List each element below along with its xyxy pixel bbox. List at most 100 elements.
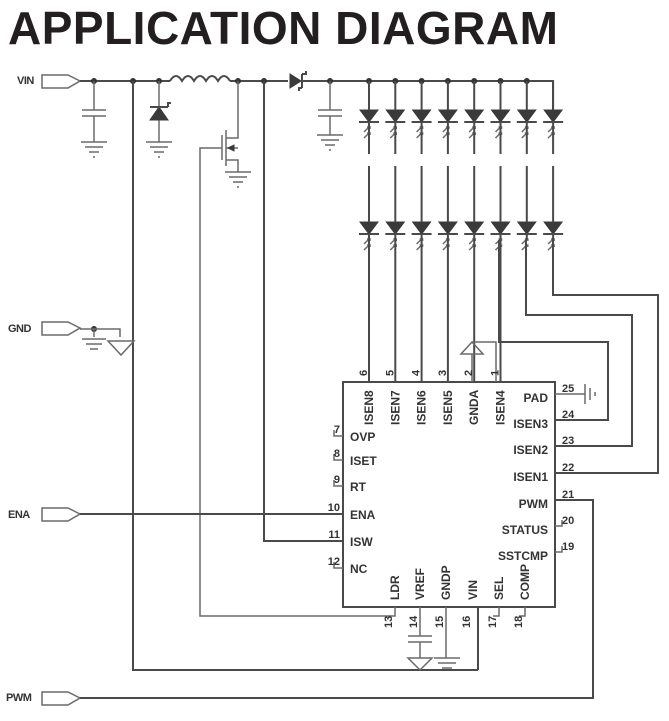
- ic-pin-number: 1: [490, 370, 502, 376]
- pin-stub: [333, 454, 343, 461]
- pin-stub: [333, 480, 343, 487]
- led-symbol: [437, 109, 458, 123]
- ic-pin-number: 8: [334, 448, 340, 460]
- ic-pin-number: 17: [487, 616, 499, 628]
- ic-pin-label: GNDA: [467, 389, 481, 425]
- ic-pin-label: PWM: [519, 497, 548, 511]
- led-string: [464, 81, 485, 382]
- led-string: [437, 81, 458, 382]
- ic-pin-label: VREF: [413, 568, 427, 600]
- port-label-ena: ENA: [8, 509, 30, 521]
- led-symbol: [359, 221, 379, 235]
- pin-stub: [333, 562, 343, 569]
- isen2-wire: [525, 240, 633, 447]
- isen3-wire: [498, 240, 609, 421]
- ground-icon: [317, 134, 343, 151]
- ic-pin-number: 20: [562, 515, 574, 527]
- led-symbol: [543, 221, 564, 235]
- ic-pin-label: ISEN8: [362, 390, 376, 425]
- ic-pin-label: ISEN1: [513, 470, 548, 484]
- ic-pin-label: ENA: [350, 508, 376, 522]
- light-emission-icon: [442, 238, 450, 251]
- ic-pin-number: 19: [562, 541, 574, 553]
- ic-pin-label: SEL: [492, 577, 506, 600]
- led-string: [359, 81, 379, 382]
- ic-pin-label: RT: [350, 480, 367, 494]
- pin-stub: [333, 430, 343, 437]
- ic-pin-number: 22: [562, 462, 574, 474]
- pwm-wire: [80, 499, 594, 699]
- pin-stub: [555, 546, 563, 553]
- ic-pin-number: 16: [461, 616, 473, 628]
- ic-pin-label: ISET: [350, 454, 377, 468]
- gnda-wire: [472, 341, 497, 382]
- port-label-pwm: PWM: [6, 692, 32, 704]
- led-symbol: [543, 109, 564, 123]
- led-strings: [359, 81, 564, 382]
- light-emission-icon: [363, 238, 371, 251]
- led-symbol: [411, 109, 432, 123]
- pad-ground-icon: [555, 384, 596, 404]
- led-symbol: [385, 109, 406, 123]
- pwm-port-connector: [41, 691, 82, 706]
- ic-body: [342, 381, 556, 608]
- ic-pin-label: ISEN7: [388, 390, 402, 425]
- led-symbol: [464, 221, 485, 235]
- pin-stub: [389, 607, 396, 617]
- light-emission-icon: [389, 238, 398, 251]
- led-symbol: [464, 109, 485, 123]
- mosfet-arrow: [226, 144, 235, 152]
- pin-stub: [519, 607, 526, 617]
- ground-icon: [81, 141, 107, 158]
- ic-pin-number: 13: [383, 616, 395, 628]
- ic-pin-number: 23: [562, 435, 574, 447]
- ic-pin-label: PAD: [524, 391, 549, 405]
- led-symbol: [516, 109, 537, 123]
- vin-to-ic-vin-wire: [132, 81, 478, 671]
- isen1-wire: [552, 240, 659, 474]
- led-string: [490, 81, 511, 382]
- ic-pin-label: SSTCMP: [498, 549, 548, 563]
- ic-pin-number: 3: [437, 370, 449, 376]
- ic-pin-label: ISEN5: [441, 390, 455, 425]
- led-symbol: [359, 109, 379, 123]
- led-symbol: [490, 109, 511, 123]
- ic-pin-label: OVP: [350, 430, 375, 444]
- ic-pin-label: ISEN2: [513, 443, 548, 457]
- ic-pin-label: STATUS: [502, 523, 548, 537]
- ic-pin-number: 7: [334, 424, 340, 436]
- ic-pin-label: GNDP: [439, 565, 453, 600]
- ldr-gate-wire: [199, 147, 390, 617]
- ic-pin-number: 25: [562, 383, 574, 395]
- port-label-vin: VIN: [17, 75, 34, 87]
- ic-pin-label: ISEN4: [494, 390, 508, 425]
- isw-wire: [263, 81, 343, 542]
- ic-pin-number: 15: [434, 616, 446, 628]
- light-emission-icon: [442, 126, 450, 139]
- led-string: [543, 81, 564, 251]
- ground-icon: [146, 141, 172, 158]
- light-emission-icon: [547, 126, 555, 139]
- ground-icon: [82, 338, 106, 350]
- port-label-gnd: GND: [8, 323, 32, 335]
- ic-pin-number: 18: [513, 616, 525, 628]
- light-emission-icon: [363, 126, 371, 139]
- diagram-title: APPLICATION DIAGRAM: [8, 2, 559, 54]
- ic-pin-label: ISEN6: [415, 390, 429, 425]
- ground-icon: [225, 171, 251, 188]
- gnd-port-connector: [41, 321, 82, 336]
- ic-pin-label: NC: [350, 562, 368, 576]
- zener-diode-symbol: [149, 102, 171, 121]
- led-symbol: [516, 221, 537, 235]
- ground-icon: [434, 657, 460, 669]
- ic-pin-number: 10: [328, 502, 340, 514]
- output-bus-wire: [302, 80, 554, 110]
- gnd-port-wire: [80, 328, 121, 337]
- ic-pin-number: 9: [334, 474, 340, 486]
- led-symbol: [490, 221, 511, 235]
- led-symbol: [411, 221, 432, 235]
- ic-pin-number: 12: [328, 556, 340, 568]
- ic-pin-number: 6: [358, 370, 370, 376]
- pin-stub: [555, 520, 563, 527]
- ic-pin-number: 11: [328, 529, 340, 541]
